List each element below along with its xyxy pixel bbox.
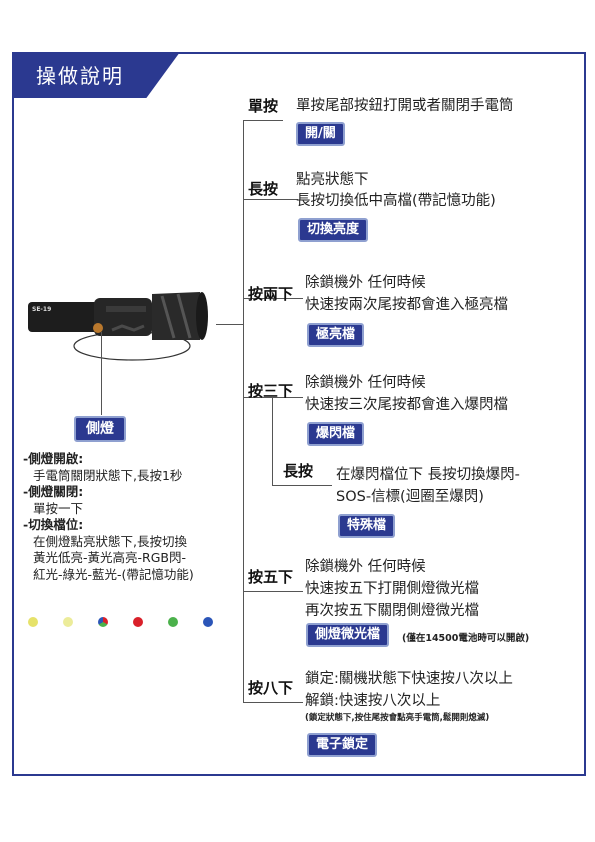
step-desc: SOS-信標(迴圈至爆閃) (336, 489, 484, 505)
step-desc: 鎖定:關機狀態下快速按八次以上 (305, 671, 513, 687)
strobe-button[interactable]: 爆閃檔 (307, 422, 365, 446)
step-desc: 單按尾部按鈕打開或者關閉手電筒 (296, 98, 514, 114)
step-desc: 快速按三次尾按都會進入爆閃檔 (305, 397, 508, 413)
instruction-frame (12, 52, 586, 776)
page-title: 操做說明 (36, 64, 124, 88)
step-desc: 在爆閃檔位下 長按切換爆閃- (336, 467, 520, 483)
step-key-eight: 按八下 (248, 679, 294, 697)
side-info-text: 黃光低亮-黃光高亮-RGB閃- (33, 550, 186, 565)
lock-note: (鎖定狀態下,按住尾按會點亮手電筒,鬆開則熄滅) (305, 713, 490, 723)
dot-rgb (98, 617, 108, 627)
side-info-head-mode: -切換檔位: (23, 517, 84, 532)
step-desc: 再次按五下關閉側燈微光檔 (305, 603, 479, 619)
step-desc: 點亮狀態下 (296, 172, 369, 188)
step-key-triple: 按三下 (248, 382, 294, 400)
dot-blue (203, 617, 213, 627)
side-info-text: 紅光-綠光-藍光-(帶記憶功能) (33, 566, 194, 582)
dot-yellow-low (28, 617, 38, 627)
main-vertical-line (243, 120, 244, 702)
step-key-long: 長按 (248, 180, 279, 198)
special-mode-button[interactable]: 特殊檔 (338, 514, 396, 538)
side-info-head-off: -側燈關閉: (23, 484, 84, 499)
product-label: SE-19 (32, 306, 52, 313)
connector-line (216, 324, 243, 325)
step-key-double: 按兩下 (248, 285, 294, 303)
step-key-long-strobe: 長按 (283, 462, 314, 480)
dot-green (168, 617, 178, 627)
step-key-five: 按五下 (248, 568, 294, 586)
dot-yellow-high (63, 617, 73, 627)
step-desc: 快速按兩次尾按都會進入極亮檔 (305, 297, 508, 313)
side-info: -側燈開啟: 手電筒關閉狀態下,長按1秒 -側燈關閉: 單按一下 -切換檔位: … (23, 451, 194, 583)
side-light-pointer (101, 332, 102, 415)
step-desc: 除鎖機外 任何時候 (305, 275, 426, 291)
electronic-lock-button[interactable]: 電子鎖定 (307, 733, 378, 757)
on-off-button[interactable]: 開/關 (296, 122, 345, 146)
step-desc: 解鎖:快速按八次以上 (305, 693, 441, 709)
battery-note: (僅在14500電池時可以開啟) (402, 633, 530, 644)
step-desc: 長按切換低中高檔(帶記憶功能) (296, 193, 496, 209)
side-moonlight-button[interactable]: 側燈微光檔 (306, 623, 390, 647)
step-desc: 除鎖機外 任何時候 (305, 559, 426, 575)
dot-red (133, 617, 143, 627)
step-key-single: 單按 (248, 97, 279, 115)
side-info-head-on: -側燈開啟: (23, 451, 84, 466)
flashlight-image (28, 292, 208, 361)
side-info-text: 單按一下 (33, 500, 84, 516)
step-desc: 快速按五下打開側燈微光檔 (305, 581, 479, 597)
side-info-text: 手電筒關閉狀態下,長按1秒 (33, 467, 183, 483)
side-light-button[interactable]: 側燈 (74, 416, 126, 442)
side-info-text: 在側燈點亮狀態下,長按切換 (33, 533, 187, 549)
step-desc: 除鎖機外 任何時候 (305, 375, 426, 391)
turbo-button[interactable]: 極亮檔 (307, 323, 365, 347)
brightness-button[interactable]: 切換亮度 (298, 218, 369, 242)
